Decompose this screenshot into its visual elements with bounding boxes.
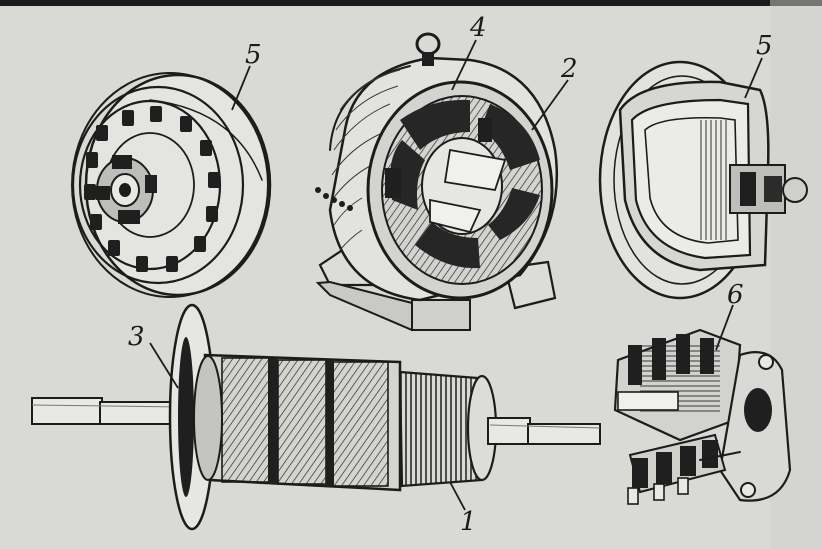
end-shield-left xyxy=(71,72,272,298)
label-rotor: 1 xyxy=(460,507,477,537)
label-end-shield-left: 5 xyxy=(245,40,262,70)
label-fan-disc: 3 xyxy=(128,322,145,352)
label-end-shield-right: 5 xyxy=(756,31,773,61)
rotor-assembly xyxy=(31,303,601,531)
top-border xyxy=(0,0,822,6)
brush-gear xyxy=(613,328,792,505)
stator-housing xyxy=(315,32,559,332)
label-stator: 2 xyxy=(560,54,578,84)
label-housing: 4 xyxy=(469,13,487,43)
end-shield-right xyxy=(598,60,808,300)
label-brush-gear: 6 xyxy=(727,280,744,310)
callout-leaders xyxy=(149,39,763,511)
